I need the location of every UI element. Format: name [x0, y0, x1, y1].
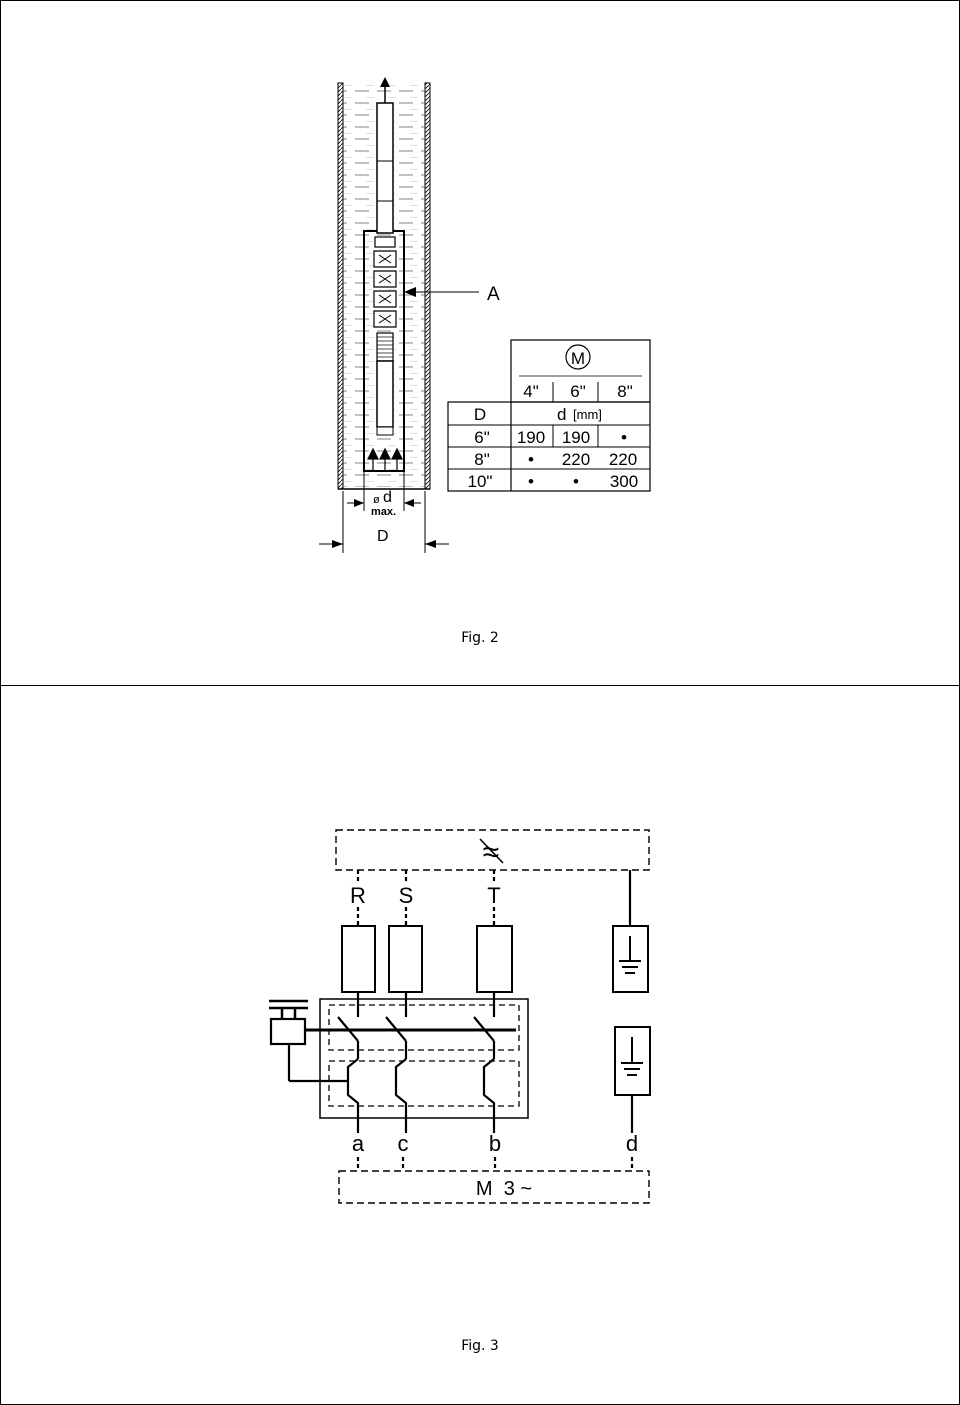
- dimension-d-max: [347, 471, 421, 511]
- row1-val1: 190: [517, 428, 545, 447]
- terminal-label-b: b: [489, 1131, 501, 1156]
- fuse-r: [341, 925, 376, 993]
- row1-well: 6": [474, 428, 490, 447]
- row3-well: 10": [468, 472, 493, 491]
- row2-well: 8": [474, 450, 490, 469]
- row1-val2: 190: [562, 428, 590, 447]
- row3-val1: •: [528, 472, 534, 491]
- figure-2-caption: Fig. 2: [461, 630, 499, 646]
- motor-size-1: 4": [523, 382, 539, 401]
- motor-label: M 3 ~: [476, 1178, 532, 1200]
- row2-val2: 220: [562, 450, 590, 469]
- figure-2-panel: A ø d max. D: [0, 0, 960, 686]
- row1-val3: •: [621, 428, 627, 447]
- motor-symbol-circle: [565, 344, 591, 370]
- phase-label-t: T: [487, 883, 500, 908]
- terminal-label-c: c: [398, 1131, 409, 1156]
- motor-symbol: M: [571, 349, 585, 368]
- label-d: d: [383, 489, 392, 506]
- label-a: A: [487, 284, 500, 305]
- unit-header-mm: [mm]: [573, 407, 602, 422]
- figure-3-panel: ≈ R S T: [0, 685, 960, 1405]
- ground-symbol-bottom: [614, 1026, 651, 1133]
- overload-relay: [346, 1058, 496, 1133]
- figure-3-caption: Fig. 3: [461, 1338, 499, 1354]
- row-header: D: [474, 405, 486, 424]
- motor-box: [338, 1170, 650, 1204]
- supply-symbol: ≈: [483, 836, 499, 869]
- motor-size-3: 8": [617, 382, 633, 401]
- contactor-coil: [269, 1017, 307, 1046]
- contactor-housing: [319, 998, 529, 1119]
- riser-pipe: [376, 102, 394, 234]
- well-pump-diagram: A ø d max. D: [319, 77, 651, 553]
- label-d-max: max.: [371, 506, 396, 518]
- inlet-arrows: [367, 447, 403, 471]
- terminal-label-a: a: [352, 1131, 365, 1156]
- row3-val3: 300: [610, 472, 638, 491]
- fuse-t: [476, 925, 513, 993]
- phase-label-s: S: [399, 883, 414, 908]
- phase-label-r: R: [350, 883, 366, 908]
- motor-wiring-diagram: ≈ R S T: [269, 829, 651, 1204]
- fuse-s: [388, 925, 423, 993]
- unit-header-d: d: [557, 405, 566, 424]
- label-D: D: [377, 528, 389, 545]
- motor-size-2: 6": [570, 382, 586, 401]
- label-d-symbol: ø: [373, 494, 380, 506]
- motor-body: [376, 360, 394, 428]
- dimension-D: [319, 491, 449, 553]
- well-casing-left: [337, 82, 344, 490]
- well-casing-right: [424, 82, 431, 490]
- power-supply-box: [335, 829, 650, 871]
- row2-val1: •: [528, 450, 534, 469]
- control-switch: [269, 999, 308, 1019]
- row3-val2: •: [573, 472, 579, 491]
- main-contacts: [337, 1016, 496, 1059]
- pump-unit: [373, 236, 397, 436]
- ground-symbol-top: [612, 925, 649, 993]
- terminal-label-d: d: [626, 1131, 638, 1156]
- dimension-table: M 4" 6" 8" D d [mm] 6" 190 190 • 8" • 22…: [447, 339, 651, 492]
- row2-val3: 220: [609, 450, 637, 469]
